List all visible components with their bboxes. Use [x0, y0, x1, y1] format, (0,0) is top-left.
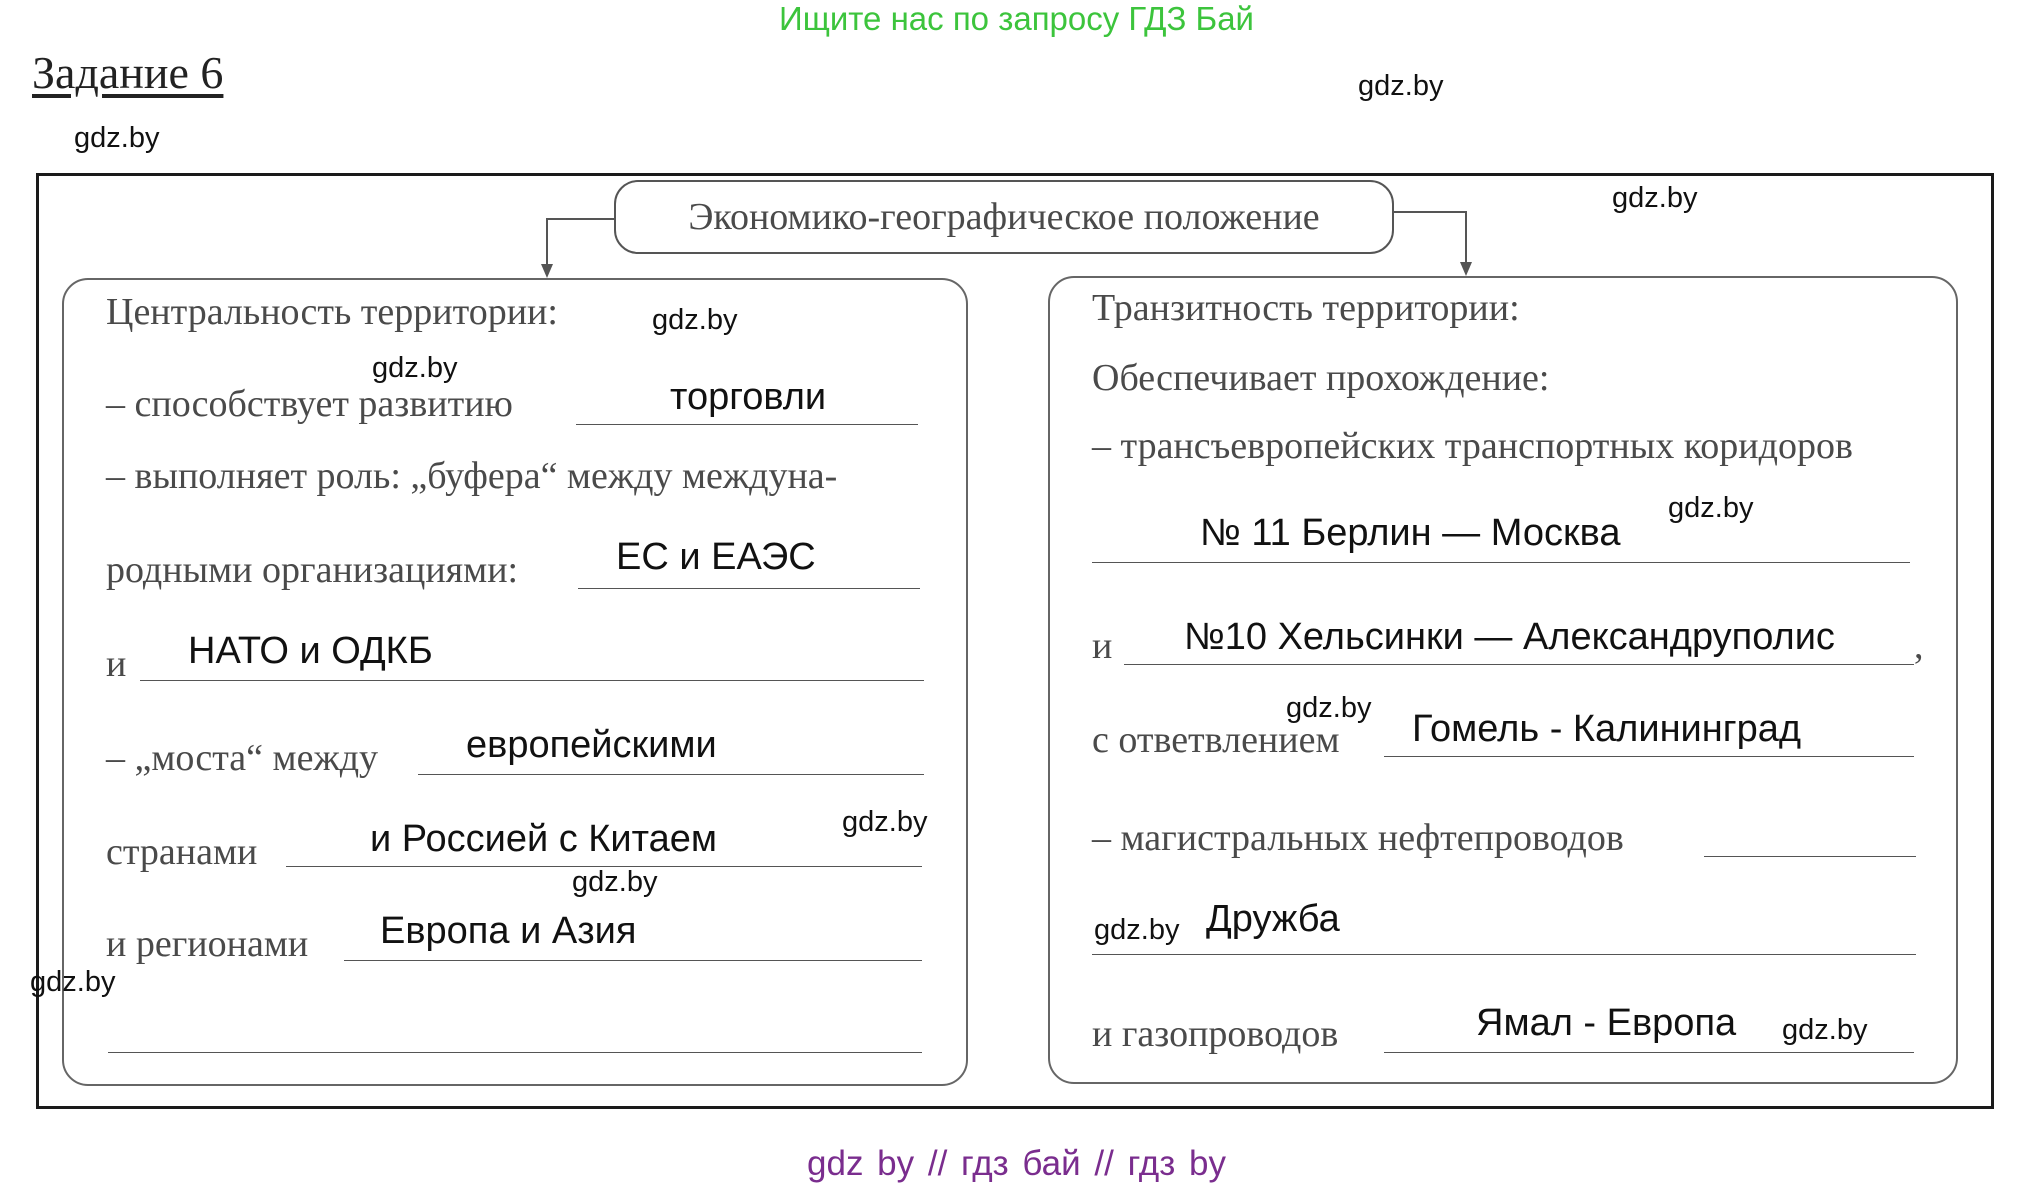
- watermark: gdz.by: [1782, 1014, 1868, 1046]
- oil-pipelines-line: [1704, 856, 1916, 857]
- branch-line: [1384, 756, 1914, 757]
- watermark: gdz.by: [1358, 70, 1444, 102]
- organizations-line: [578, 588, 920, 589]
- empty-line: [108, 1052, 922, 1053]
- watermark: gdz.by: [652, 304, 738, 336]
- branch-label: с ответвлением: [1092, 719, 1340, 761]
- top-banner: Ищите нас по запросу ГДЗ Бай: [779, 0, 1254, 37]
- gas-pipelines-answer: Ямал - Европа: [1476, 1002, 1737, 1044]
- watermark: gdz.by: [1612, 182, 1698, 214]
- watermark: gdz.by: [74, 122, 160, 154]
- countries-label: странами: [106, 831, 258, 873]
- countries-line: [286, 866, 922, 867]
- bridge-label: – „моста“ между: [106, 737, 379, 779]
- druzhba-answer: Дружба: [1206, 898, 1340, 940]
- branch-answer: Гомель - Калининград: [1412, 708, 1802, 750]
- watermark: gdz.by: [842, 806, 928, 838]
- trade-label: – способствует развитию: [106, 383, 513, 425]
- watermark: gdz.by: [572, 866, 658, 898]
- task-title: Задание 6: [32, 47, 224, 98]
- corridors-label: – трансъевропейских транспортных коридор…: [1092, 425, 1853, 467]
- trade-line: [576, 424, 918, 425]
- header-title: Экономико-географическое положение: [614, 180, 1394, 254]
- watermark: gdz.by: [372, 352, 458, 384]
- corridor-10-answer: №10 Хельсинки — Александруполис: [1184, 616, 1835, 658]
- centrality-title: Централь­ность территории:: [106, 291, 558, 333]
- druzhba-line: [1092, 954, 1916, 955]
- exercise-frame: [36, 173, 1994, 1109]
- watermark: gdz.by: [1286, 692, 1372, 724]
- buffer-label: – выполняет роль: „буфера“ между междуна…: [106, 455, 838, 497]
- trade-answer: торговли: [670, 376, 827, 418]
- and-label-1: и: [106, 643, 127, 685]
- alliances-line: [140, 680, 924, 681]
- regions-answer: Европа и Азия: [380, 910, 637, 952]
- comma: ,: [1914, 625, 1924, 667]
- alliances-answer: НАТО и ОДКБ: [188, 630, 433, 672]
- and-label-2: и: [1092, 625, 1113, 667]
- passage-label: Обеспечивает прохождение:: [1092, 357, 1550, 399]
- oil-pipelines-label: – магистральных нефтепроводов: [1092, 817, 1624, 859]
- watermark: gdz.by: [30, 966, 116, 998]
- regions-label: и регионами: [106, 923, 309, 965]
- bridge-line: [418, 774, 924, 775]
- bridge-answer: европейскими: [466, 724, 717, 766]
- footer-links: gdz by // гдз бай // гдз by: [807, 1144, 1226, 1183]
- transit-title: Транзитность территории:: [1092, 287, 1520, 329]
- corridor-11-line: [1092, 562, 1910, 563]
- watermark: gdz.by: [1094, 914, 1180, 946]
- transit-box: [1048, 276, 1958, 1084]
- centrality-box: [62, 278, 968, 1086]
- gas-pipelines-line: [1384, 1052, 1914, 1053]
- regions-line: [344, 960, 922, 961]
- watermark: gdz.by: [1668, 492, 1754, 524]
- gas-pipelines-label: и газопроводов: [1092, 1013, 1339, 1055]
- countries-answer: и Россией с Китаем: [370, 818, 718, 860]
- corridor-11-answer: № 11 Берлин — Москва: [1200, 512, 1621, 554]
- corridor-10-line: [1124, 664, 1914, 665]
- organizations-label: родными организациями:: [106, 549, 519, 591]
- organizations-answer: ЕС и ЕАЭС: [616, 536, 816, 578]
